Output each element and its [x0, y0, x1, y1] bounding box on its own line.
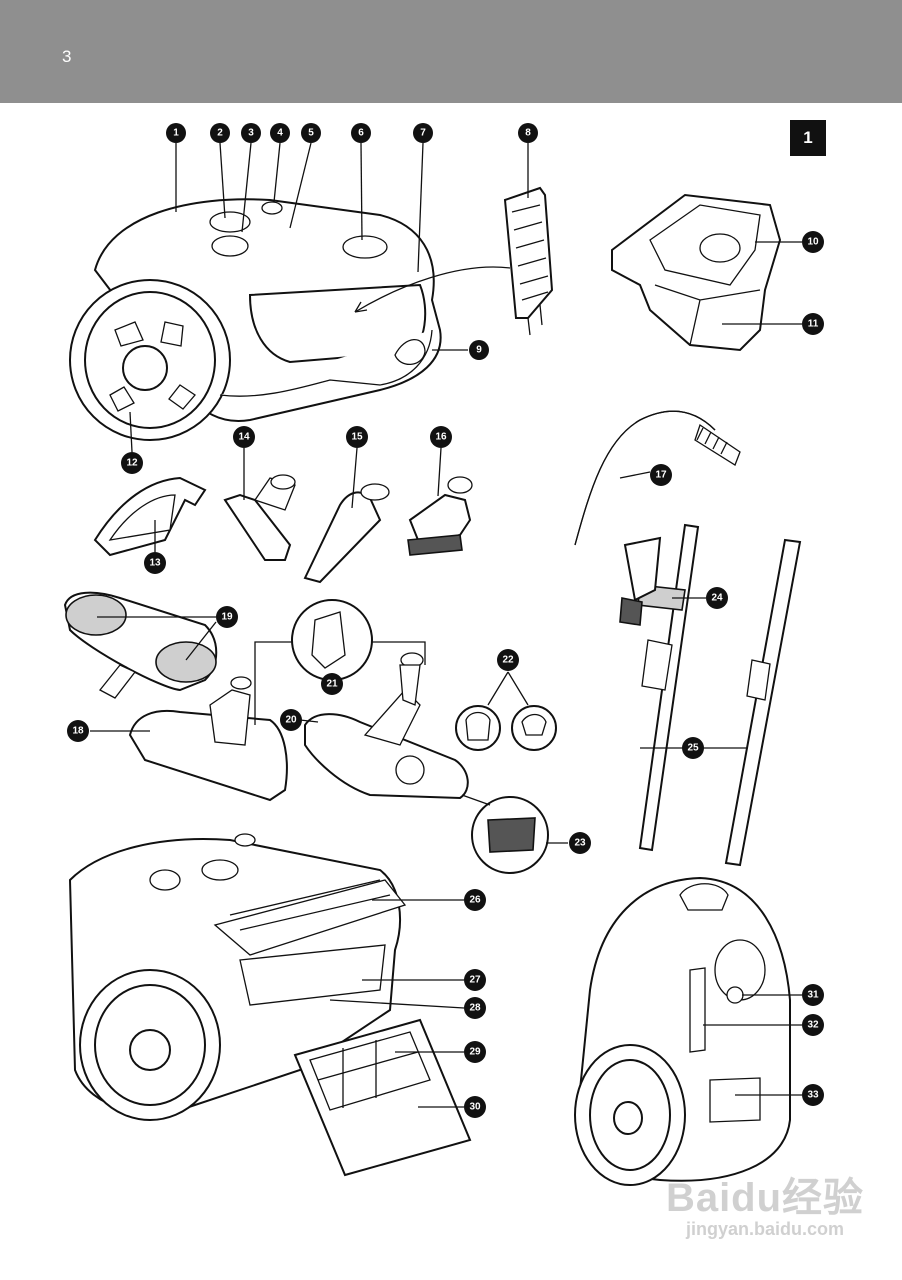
tri-active-nozzle-20	[304, 652, 469, 800]
svg-text:8: 8	[525, 128, 531, 139]
callout-28: 28	[464, 997, 486, 1019]
callout-24: 24	[706, 587, 728, 609]
svg-text:5: 5	[308, 128, 314, 139]
hose-17	[574, 410, 741, 546]
vacuum-main-illustration	[69, 198, 511, 441]
callout-12: 12	[121, 452, 143, 474]
callout-27: 27	[464, 969, 486, 991]
callouts: 1 2 3 4 5 6 7 8 9 10 11 12 13 14 15 16 1…	[67, 123, 824, 1118]
svg-text:9: 9	[476, 345, 482, 356]
callout-4: 4	[270, 123, 290, 143]
svg-text:15: 15	[351, 432, 363, 443]
telescopic-tube-24	[619, 523, 700, 852]
callout-16: 16	[430, 426, 452, 448]
callout-23: 23	[569, 832, 591, 854]
callout-30: 30	[464, 1096, 486, 1118]
callout-10: 10	[802, 231, 824, 253]
svg-text:29: 29	[469, 1047, 481, 1058]
svg-text:16: 16	[435, 432, 447, 443]
svg-text:20: 20	[285, 715, 297, 726]
callout-18: 18	[67, 720, 89, 742]
svg-text:19: 19	[221, 612, 233, 623]
callout-6: 6	[351, 123, 371, 143]
detail-21	[291, 599, 373, 681]
header-band: 3	[0, 0, 902, 103]
dusting-brush-16	[407, 476, 473, 556]
svg-text:3: 3	[248, 128, 254, 139]
callout-7: 7	[413, 123, 433, 143]
svg-text:6: 6	[358, 128, 364, 139]
furniture-nozzle-14	[223, 474, 296, 561]
svg-text:13: 13	[149, 558, 161, 569]
telescopic-tube-25	[724, 538, 802, 867]
filter-8-illustration	[503, 186, 554, 336]
svg-text:1: 1	[173, 128, 179, 139]
svg-text:17: 17	[655, 470, 667, 481]
callout-20: 20	[280, 709, 302, 731]
svg-text:22: 22	[502, 655, 514, 666]
vacuum-upright-illustration	[574, 876, 791, 1186]
callout-32: 32	[802, 1014, 824, 1036]
svg-text:2: 2	[217, 128, 223, 139]
svg-text:30: 30	[469, 1102, 481, 1113]
accessory-holder-13	[93, 476, 207, 557]
callout-9: 9	[469, 340, 489, 360]
callout-11: 11	[802, 313, 824, 335]
svg-text:10: 10	[807, 237, 819, 248]
callout-25: 25	[682, 737, 704, 759]
callout-31: 31	[802, 984, 824, 1006]
callout-21: 21	[321, 673, 343, 695]
callout-22: 22	[497, 649, 519, 671]
svg-text:31: 31	[807, 990, 819, 1001]
svg-text:7: 7	[420, 128, 426, 139]
svg-text:4: 4	[277, 128, 283, 139]
crevice-nozzle-15	[303, 483, 390, 584]
callout-33: 33	[802, 1084, 824, 1106]
svg-text:28: 28	[469, 1003, 481, 1014]
svg-text:25: 25	[687, 743, 699, 754]
svg-text:33: 33	[807, 1090, 819, 1101]
detail-22	[455, 671, 557, 751]
callout-5: 5	[301, 123, 321, 143]
svg-text:26: 26	[469, 895, 481, 906]
svg-text:21: 21	[326, 679, 338, 690]
callout-2: 2	[210, 123, 230, 143]
callout-26: 26	[464, 889, 486, 911]
callout-14: 14	[233, 426, 255, 448]
floor-nozzle-19	[63, 591, 218, 699]
figure-label: 1	[790, 120, 826, 156]
svg-text:18: 18	[72, 726, 84, 737]
svg-text:23: 23	[574, 838, 586, 849]
svg-text:11: 11	[808, 319, 819, 330]
callout-1: 1	[166, 123, 186, 143]
page-number: 3	[62, 47, 72, 66]
callout-17: 17	[650, 464, 672, 486]
svg-text:27: 27	[469, 975, 481, 986]
watermark-url: jingyan.baidu.com	[685, 1219, 845, 1239]
leader-lines	[90, 142, 802, 1108]
callout-13: 13	[144, 552, 166, 574]
callout-8: 8	[518, 123, 538, 143]
svg-text:12: 12	[126, 458, 138, 469]
svg-text:24: 24	[711, 593, 723, 604]
floor-nozzle-18	[128, 676, 288, 802]
callout-29: 29	[464, 1041, 486, 1063]
svg-text:32: 32	[807, 1020, 819, 1031]
detail-23	[461, 794, 549, 874]
watermark-logo: Baidu经验	[665, 1176, 865, 1220]
baidu-watermark: Baidu经验 jingyan.baidu.com	[640, 1165, 890, 1240]
bag-holder-illustration	[611, 193, 782, 352]
callout-3: 3	[241, 123, 261, 143]
callout-15: 15	[346, 426, 368, 448]
svg-text:14: 14	[238, 432, 250, 443]
callout-19: 19	[216, 606, 238, 628]
